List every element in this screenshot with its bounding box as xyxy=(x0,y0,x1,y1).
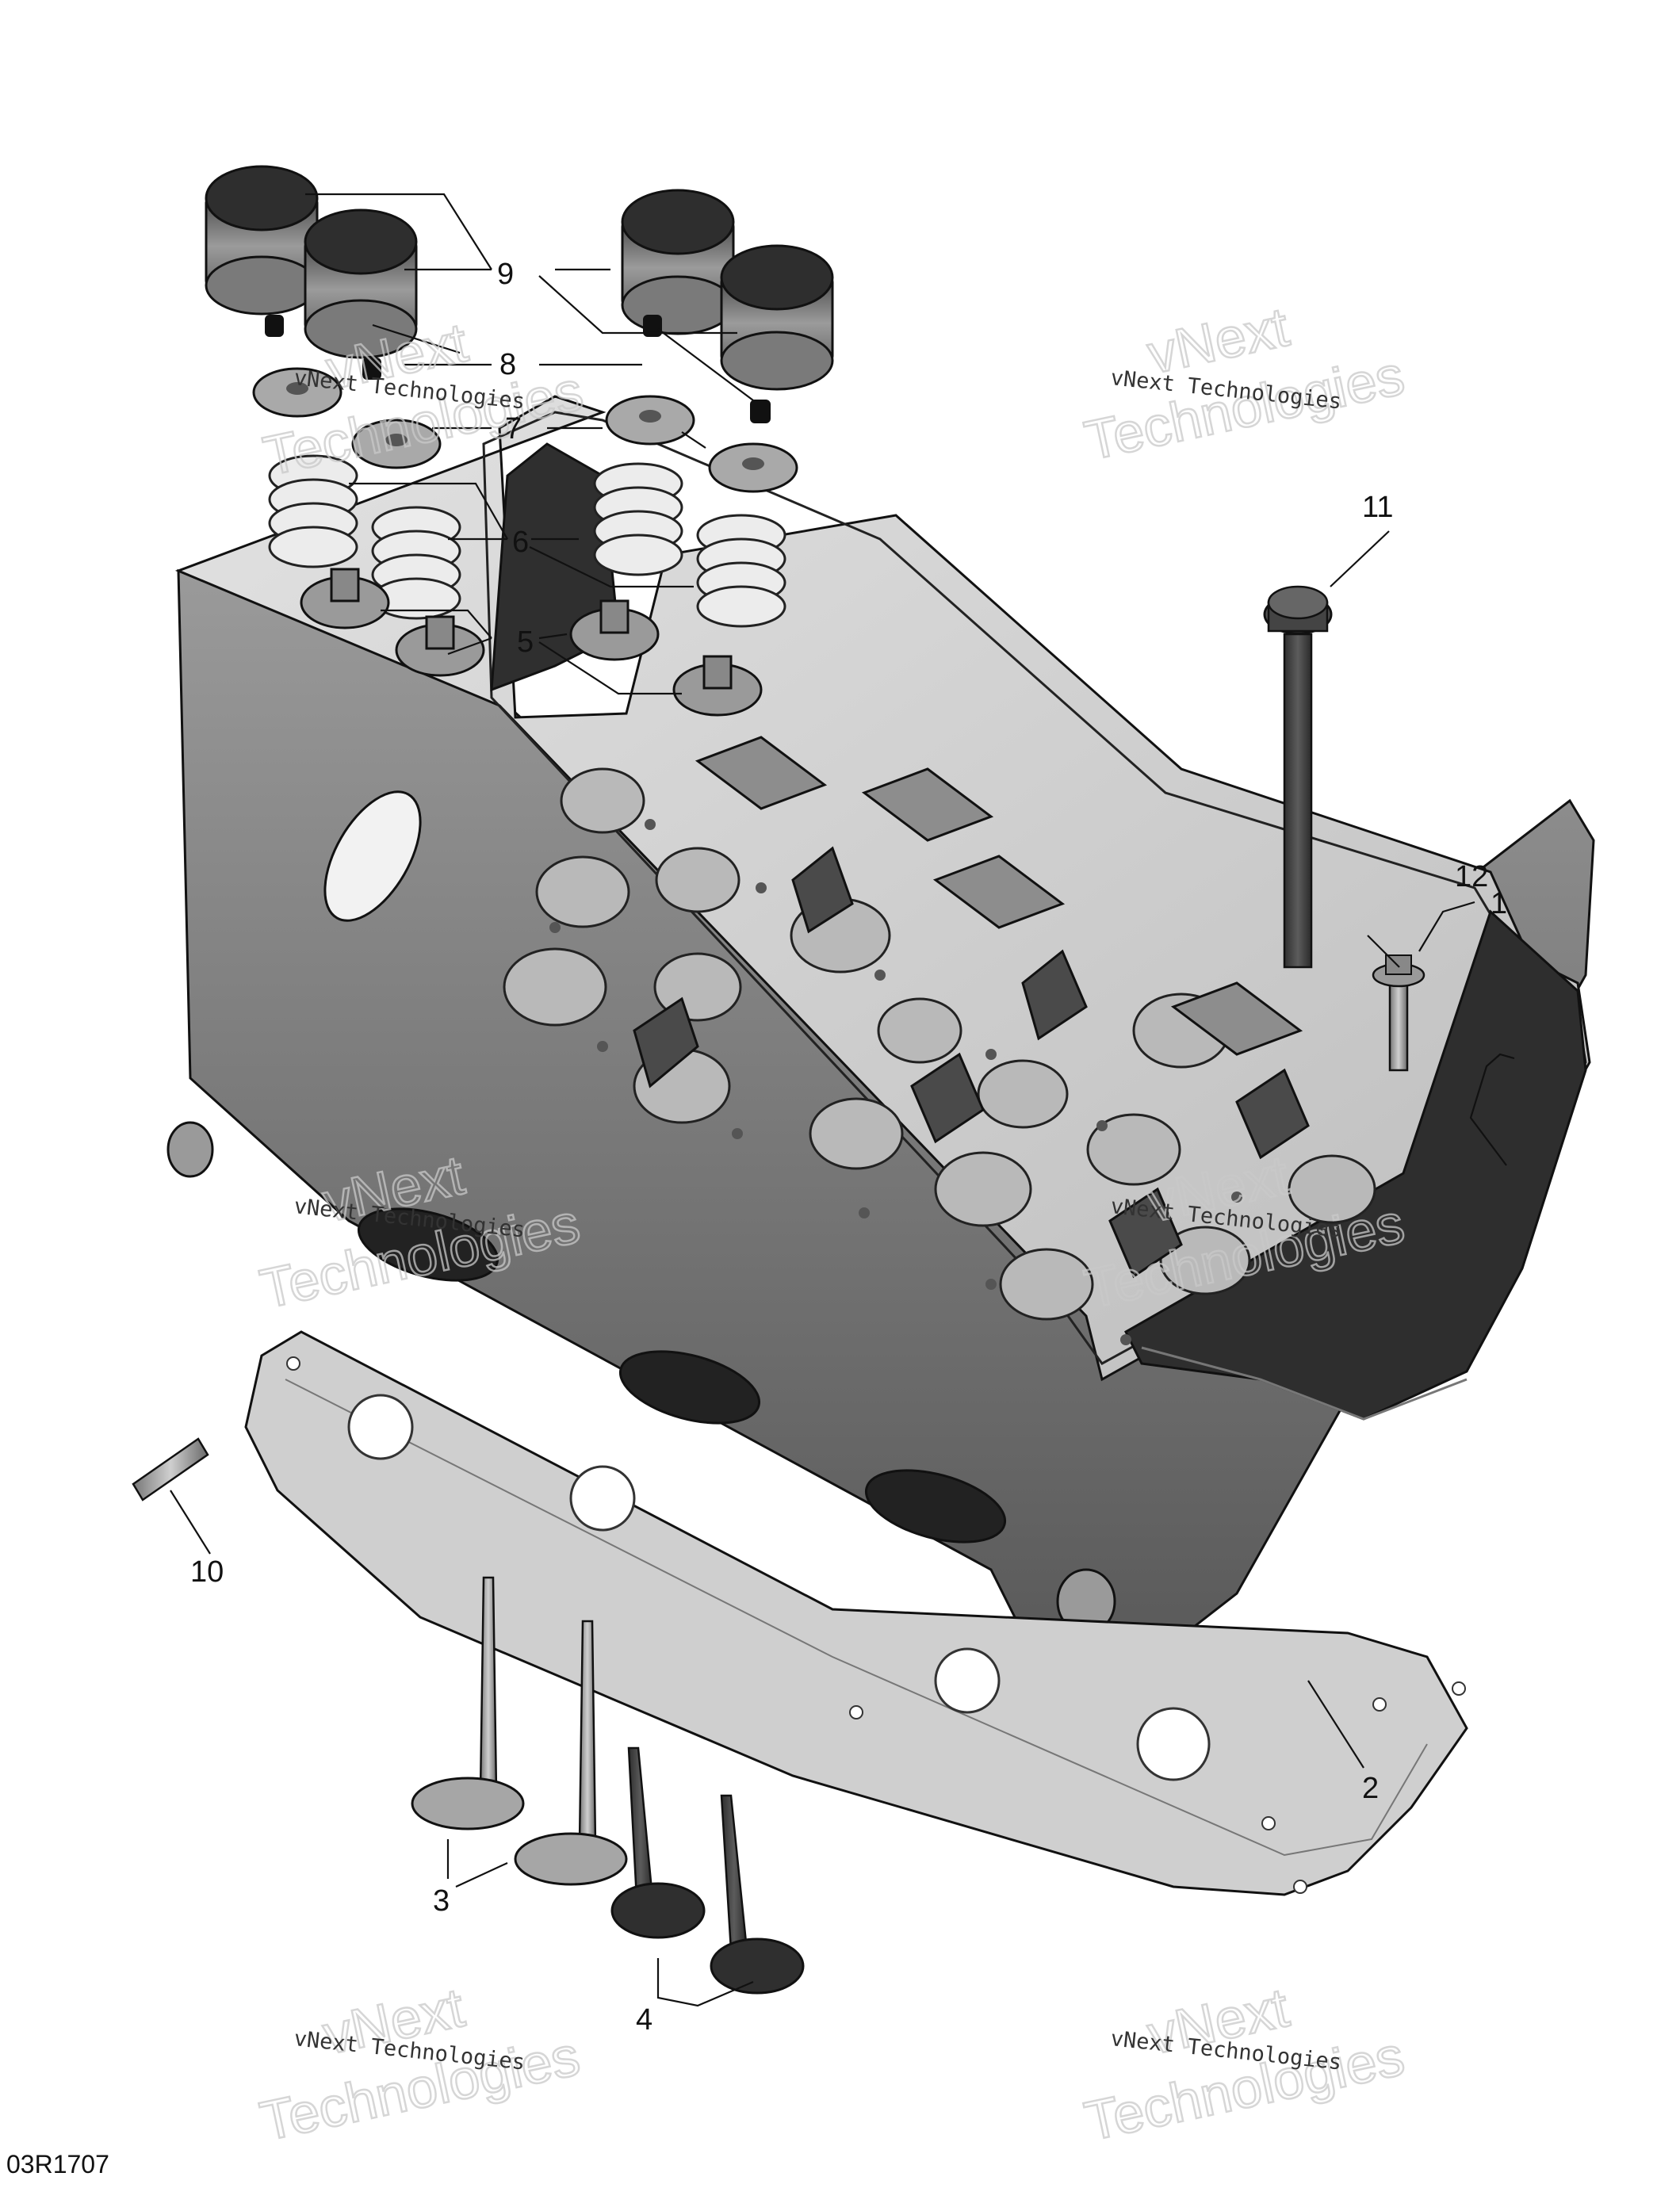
spring xyxy=(593,462,683,576)
seat xyxy=(300,568,390,629)
cam-journals xyxy=(695,736,1303,1056)
retainer-holes xyxy=(286,382,764,470)
callout-1: 1 xyxy=(1491,887,1507,920)
deck-chambers xyxy=(633,846,1310,1279)
dowel-pin xyxy=(132,1437,209,1501)
head-gasket xyxy=(244,1330,1468,1896)
bolt-holes xyxy=(549,819,1242,1345)
spring xyxy=(371,506,461,620)
seat xyxy=(569,599,660,661)
tappet xyxy=(621,189,735,335)
intake-valves xyxy=(411,1576,628,1886)
callout-5: 5 xyxy=(517,625,534,659)
leader-lines xyxy=(170,193,1515,2007)
tappet xyxy=(205,165,319,316)
callout-12: 12 xyxy=(1455,860,1488,893)
spring xyxy=(696,514,786,628)
callout-8: 8 xyxy=(499,348,516,381)
callout-9: 9 xyxy=(497,258,514,291)
callout-labels: 1 2 3 4 5 6 7 8 9 10 11 12 xyxy=(190,258,1507,2037)
callout-11: 11 xyxy=(1362,491,1393,524)
exhaust-ports xyxy=(357,1207,1007,1543)
valve-springs xyxy=(268,454,786,628)
callout-6: 6 xyxy=(512,526,529,559)
valve-bores xyxy=(503,767,1376,1321)
tappet xyxy=(304,208,418,359)
bucket-tappets xyxy=(205,165,834,391)
callout-10: 10 xyxy=(190,1555,224,1589)
seat xyxy=(672,655,763,717)
drawing-code: 03R1707 xyxy=(6,2150,109,2178)
callout-7: 7 xyxy=(505,412,522,446)
flange-bolt xyxy=(1372,954,1426,1072)
head-bolt xyxy=(1263,585,1333,969)
cylinder-head xyxy=(166,395,1595,1738)
callout-2: 2 xyxy=(1362,1772,1379,1805)
tappet xyxy=(720,244,834,391)
callout-3: 3 xyxy=(433,1884,450,1918)
callout-4: 4 xyxy=(636,2003,652,2037)
spring-seats xyxy=(300,568,763,717)
seat xyxy=(395,615,485,677)
valve-keepers xyxy=(265,315,771,423)
exhaust-valves xyxy=(610,1746,805,1995)
spring xyxy=(268,454,358,568)
